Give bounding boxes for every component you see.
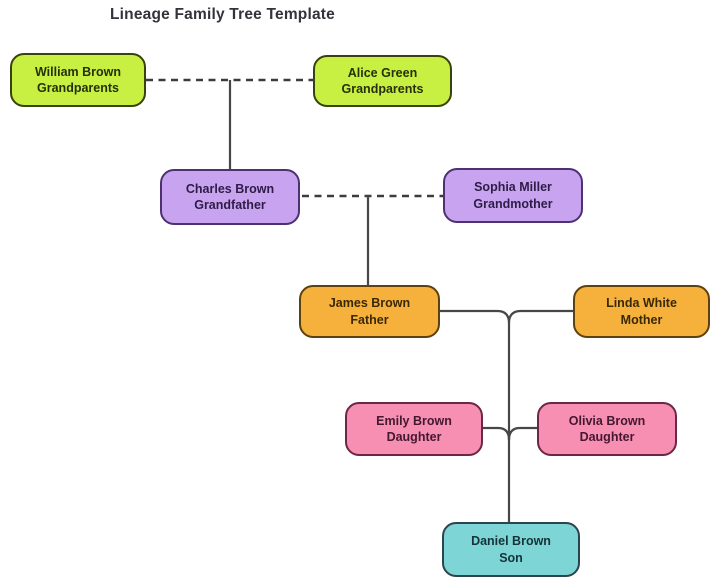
node-name: Sophia Miller	[474, 180, 552, 194]
node-role: Son	[499, 550, 523, 565]
page-title: Lineage Family Tree Template	[110, 6, 335, 23]
connector-branch-emily	[483, 426, 511, 441]
node-role: Grandparents	[37, 81, 119, 95]
node-alice-green[interactable]: Alice Green Grandparents	[313, 55, 452, 107]
connector-linda-merge	[507, 309, 573, 324]
node-charles-brown[interactable]: Charles Brown Grandfather	[160, 169, 300, 225]
node-role: Father	[350, 312, 389, 327]
node-name: Emily Brown	[376, 413, 452, 428]
node-role: Grandmother	[473, 196, 553, 211]
node-name: James Brown	[328, 296, 411, 310]
connector-branch-olivia	[507, 426, 537, 441]
node-name: Daniel Brown	[471, 534, 551, 548]
node-sophia-miller[interactable]: Sophia Miller Grandmother	[443, 168, 583, 223]
node-role: Grandfather	[194, 198, 266, 212]
node-linda-white[interactable]: Linda White Mother	[573, 285, 710, 338]
node-name: Charles Brown	[185, 181, 275, 196]
node-role: Mother	[620, 312, 663, 327]
node-daniel-brown[interactable]: Daniel Brown Son	[442, 522, 580, 577]
node-name: Linda White	[606, 296, 677, 310]
node-name: Alice Green	[347, 65, 418, 80]
node-role: Grandparents	[341, 82, 424, 96]
node-role: Daughter	[386, 430, 442, 444]
node-james-brown[interactable]: James Brown Father	[299, 285, 440, 338]
node-william-brown[interactable]: William Brown Grandparents	[10, 53, 146, 107]
node-name: William Brown	[34, 64, 121, 79]
node-olivia-brown[interactable]: Olivia Brown Daughter	[537, 402, 677, 456]
node-emily-brown[interactable]: Emily Brown Daughter	[345, 402, 483, 456]
node-name: Olivia Brown	[568, 413, 646, 428]
node-role: Daughter	[579, 430, 635, 444]
